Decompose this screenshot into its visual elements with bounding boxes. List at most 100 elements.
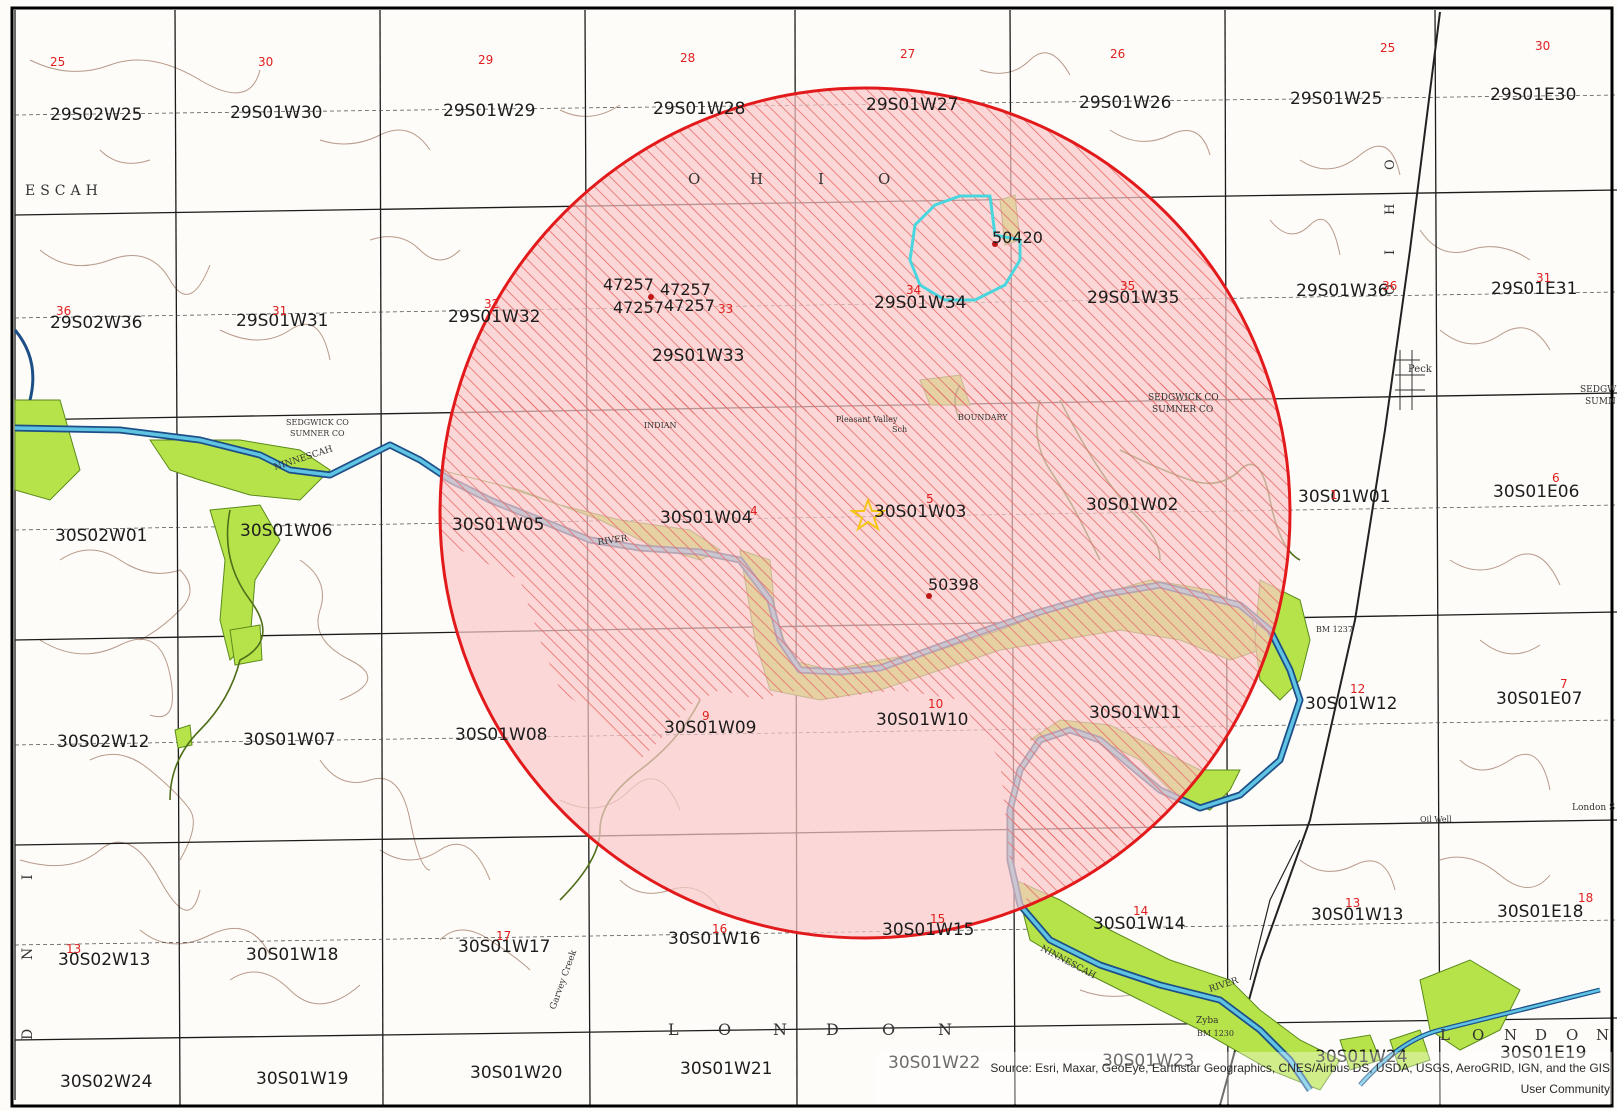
place-ohio-o1: O <box>688 170 700 188</box>
section-number: 33 <box>718 302 733 316</box>
place-london-d: D <box>826 1020 839 1039</box>
section-label: 30S02W13 <box>58 950 151 970</box>
contour-lines <box>19 52 1561 1005</box>
section-label: 30S01W06 <box>240 521 333 541</box>
section-number: 32 <box>484 297 499 311</box>
place-sedgwick-co: SEDGWICK CO <box>1148 393 1219 403</box>
railroad-secondary <box>1249 839 1301 981</box>
selected-parcel-outline[interactable] <box>908 194 1022 302</box>
section-number: 27 <box>900 47 915 61</box>
section-label: 29S01W29 <box>443 101 536 121</box>
section-number: 17 <box>496 929 511 943</box>
search-radius-outline[interactable] <box>438 86 1292 940</box>
section-label: 30S02W01 <box>55 526 148 546</box>
section-label: 29S01W26 <box>1079 93 1172 113</box>
place-sumner-co: SUMNER CO <box>1152 405 1213 415</box>
place-bm2: BM 1230 <box>1197 1029 1234 1038</box>
center-star-marker[interactable] <box>848 497 888 532</box>
section-label: 30S01W19 <box>256 1069 349 1089</box>
place-oil-well: Oil Well <box>1420 815 1452 824</box>
attribution-line-1: Source: Esri, Maxar, GeoEye, Earthstar G… <box>990 1061 1610 1075</box>
well-label: 47257 <box>613 298 664 317</box>
section-number: 36 <box>1382 279 1397 293</box>
section-label: 30S01W15 <box>882 920 975 940</box>
section-number: 14 <box>1133 904 1148 918</box>
map-attribution: Source: Esri, Maxar, GeoEye, Earthstar G… <box>875 1052 1612 1104</box>
section-label: 29S01W33 <box>652 346 745 366</box>
section-number: 28 <box>680 51 695 65</box>
section-label: 29S01W35 <box>1087 288 1180 308</box>
place-ohio-vertical-o2: O <box>1383 284 1398 295</box>
section-number: 9 <box>702 709 710 723</box>
river-oxbow-left <box>13 329 35 401</box>
place-sumner-co-left: SUMNER CO <box>290 429 345 438</box>
well-label: 50398 <box>928 575 979 594</box>
place-london-right-n2: N <box>1596 1026 1609 1044</box>
place-pleasant-valley: Pleasant Valley <box>836 415 898 424</box>
section-number: 13 <box>1345 896 1360 910</box>
railroad <box>1219 11 1441 1106</box>
section-label: 30S01E19 <box>1500 1043 1586 1063</box>
place-bm: BM 1237 <box>1316 625 1353 634</box>
well-label: 47257 <box>664 296 715 315</box>
well-label: 47257 <box>660 280 711 299</box>
section-label: 29S01W25 <box>1290 89 1383 109</box>
section-label: 29S01W34 <box>874 293 967 313</box>
section-number: 26 <box>1110 47 1125 61</box>
section-label: 30S01W16 <box>668 929 761 949</box>
river-branch-right-fill <box>1359 988 1601 1086</box>
place-ohio-vertical-i: I <box>1383 250 1398 255</box>
place-ohio-vertical-o1: O <box>1383 159 1398 170</box>
section-label: 30S01E07 <box>1496 689 1582 709</box>
place-boundary: BOUNDARY <box>958 413 1008 422</box>
section-number: 30 <box>258 55 273 69</box>
place-river: RIVER <box>597 534 628 548</box>
place-sumner-right: SUMN <box>1585 397 1616 407</box>
section-label: 30S01W22 <box>888 1053 981 1073</box>
section-number: 6 <box>1552 471 1560 485</box>
section-number: 25 <box>50 55 65 69</box>
section-labels: 29S02W25 29S01W30 29S01W29 29S01W28 29S0… <box>50 85 1586 1092</box>
section-label: 30S01W05 <box>452 515 545 535</box>
section-label: 30S01W12 <box>1305 694 1398 714</box>
place-indian-vertical-n: N <box>20 948 36 960</box>
section-number: 34 <box>906 283 921 297</box>
section-label: 29S01W32 <box>448 307 541 327</box>
section-number: 36 <box>56 304 71 318</box>
section-number: 31 <box>272 304 287 318</box>
section-number: 25 <box>1380 41 1395 55</box>
section-label: 30S01W13 <box>1311 905 1404 925</box>
section-number: 13 <box>66 942 81 956</box>
place-indian-vertical-d: D <box>20 1029 36 1040</box>
well-labels: 47257 47257 47257 47257 50420 50398 <box>603 228 1043 594</box>
place-london-right-l: L <box>1440 1026 1450 1044</box>
section-label: 29S01W28 <box>653 99 746 119</box>
map-border <box>10 6 1614 1108</box>
section-label: 29S01W36 <box>1296 281 1389 301</box>
section-label: 30S01W07 <box>243 730 336 750</box>
place-escah: ESCAH <box>25 183 103 199</box>
section-label: 29S02W25 <box>50 105 143 125</box>
place-london-n2: N <box>938 1020 952 1039</box>
section-number: 18 <box>1578 891 1593 905</box>
section-label: 30S01W21 <box>680 1059 773 1079</box>
section-label: 30S01W02 <box>1086 495 1179 515</box>
section-label: 30S01W24 <box>1315 1047 1408 1067</box>
section-label: 30S01W11 <box>1089 703 1182 723</box>
section-label: 30S01W01 <box>1298 487 1391 507</box>
section-number: 7 <box>1560 677 1568 691</box>
section-label: 30S01W18 <box>246 945 339 965</box>
section-label: 30S01W09 <box>664 718 757 738</box>
section-label: 29S01E31 <box>1491 279 1577 299</box>
section-number: 4 <box>750 504 758 518</box>
place-ohio-o2: O <box>878 170 890 188</box>
well-label: 47257 <box>603 275 654 294</box>
place-london-right-o: O <box>1472 1026 1484 1044</box>
place-london-right-n: N <box>1504 1026 1517 1044</box>
place-ohio-h: H <box>750 170 763 188</box>
section-number: 31 <box>1536 271 1551 285</box>
place-indian: INDIAN <box>644 421 677 430</box>
place-indian-vertical-i: I <box>20 874 36 880</box>
